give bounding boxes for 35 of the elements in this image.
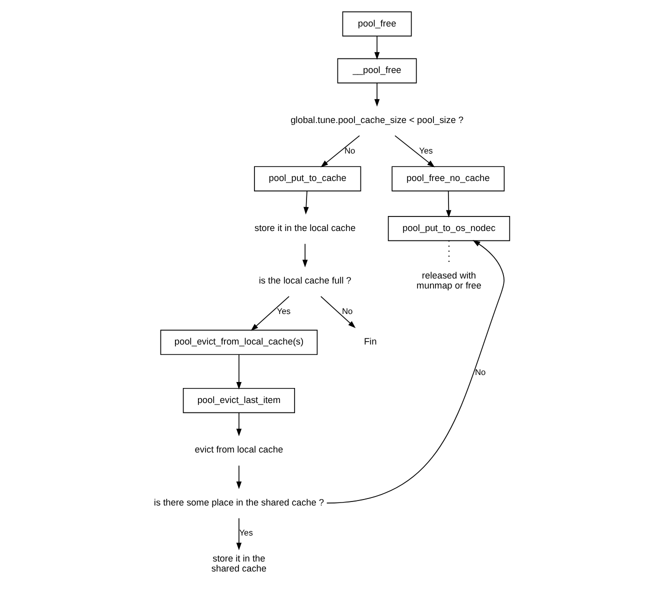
- edge-label: Yes: [238, 528, 252, 538]
- node-text: released with munmap or free: [416, 270, 481, 291]
- node-box: pool_free: [342, 11, 412, 37]
- edge-label: No: [341, 306, 352, 316]
- arrow: [326, 240, 504, 504]
- arrow: [446, 190, 451, 218]
- node-box: pool_free_no_cache: [391, 166, 504, 192]
- arrow: [236, 518, 242, 550]
- arrow: [236, 412, 242, 436]
- node-text: global.tune.pool_cache_size < pool_size ?: [290, 114, 463, 125]
- node-box: pool_evict_last_item: [182, 388, 295, 414]
- node-box: pool_evict_from_local_cache(s): [160, 330, 318, 355]
- node-text: evict from local cache: [194, 444, 283, 455]
- arrow: [320, 296, 356, 328]
- arrow: [374, 82, 380, 107]
- node-text: is the local cache full ?: [258, 276, 351, 286]
- edge-label: No: [344, 145, 355, 156]
- node-text: store it in the shared cache: [210, 553, 266, 574]
- arrow: [394, 135, 434, 168]
- node-box: pool_put_to_os_nodec: [387, 216, 510, 242]
- node-text: Fin: [363, 336, 376, 347]
- edge-label: No: [474, 366, 486, 377]
- arrow: [303, 190, 308, 215]
- arrow: [320, 135, 360, 168]
- node-box: pool_put_to_cache: [254, 166, 361, 192]
- arrow: [374, 36, 380, 60]
- node-text: is there some place in the shared cache ?: [153, 497, 324, 508]
- arrow: [236, 465, 242, 490]
- node-box: __pool_free: [336, 58, 416, 84]
- edge-label: Yes: [276, 306, 290, 316]
- edge-label: Yes: [418, 145, 432, 156]
- node-text: store it in the local cache: [254, 222, 356, 233]
- arrow: [250, 296, 289, 331]
- arrow: [302, 243, 308, 268]
- arrow: [236, 354, 242, 390]
